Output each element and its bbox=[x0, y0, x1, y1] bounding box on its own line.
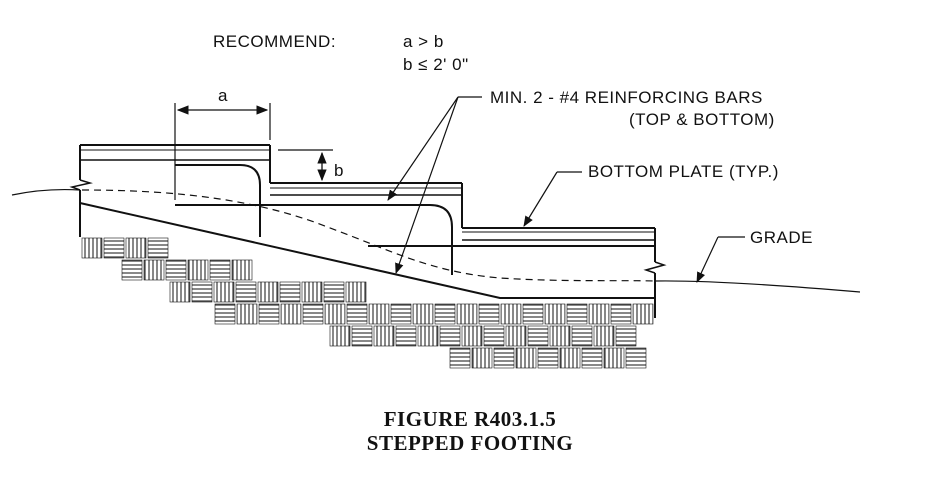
dimension-b-label: b bbox=[334, 161, 344, 180]
recommend-line-1: a > b bbox=[403, 32, 444, 51]
bars-callout-line-2: (TOP & BOTTOM) bbox=[629, 110, 775, 129]
dimension-b: b bbox=[278, 149, 344, 182]
soil-hatch bbox=[81, 237, 654, 369]
grade-callout: GRADE bbox=[750, 228, 813, 247]
footing-outline bbox=[69, 144, 667, 318]
bars-callout-line-1: MIN. 2 - #4 REINFORCING BARS bbox=[490, 88, 763, 107]
recommend-label: RECOMMEND: bbox=[213, 32, 336, 51]
recommend-line-2: b ≤ 2' 0" bbox=[403, 55, 469, 74]
grade-line-right bbox=[654, 280, 861, 293]
figure-title: STEPPED FOOTING bbox=[367, 431, 573, 455]
grade-line-left bbox=[11, 188, 81, 196]
callout-reinforcing-bars: MIN. 2 - #4 REINFORCING BARS (TOP & BOTT… bbox=[387, 88, 775, 275]
dimension-a-label: a bbox=[218, 86, 228, 105]
grade-line-dashed bbox=[81, 189, 656, 282]
bottom-plate-callout: BOTTOM PLATE (TYP.) bbox=[588, 162, 779, 181]
callout-grade: GRADE bbox=[696, 228, 813, 283]
reinforcing-bars bbox=[175, 164, 655, 275]
dimension-a: a bbox=[174, 86, 271, 200]
callout-bottom-plate: BOTTOM PLATE (TYP.) bbox=[523, 162, 779, 227]
figure-number: FIGURE R403.1.5 bbox=[384, 407, 557, 431]
